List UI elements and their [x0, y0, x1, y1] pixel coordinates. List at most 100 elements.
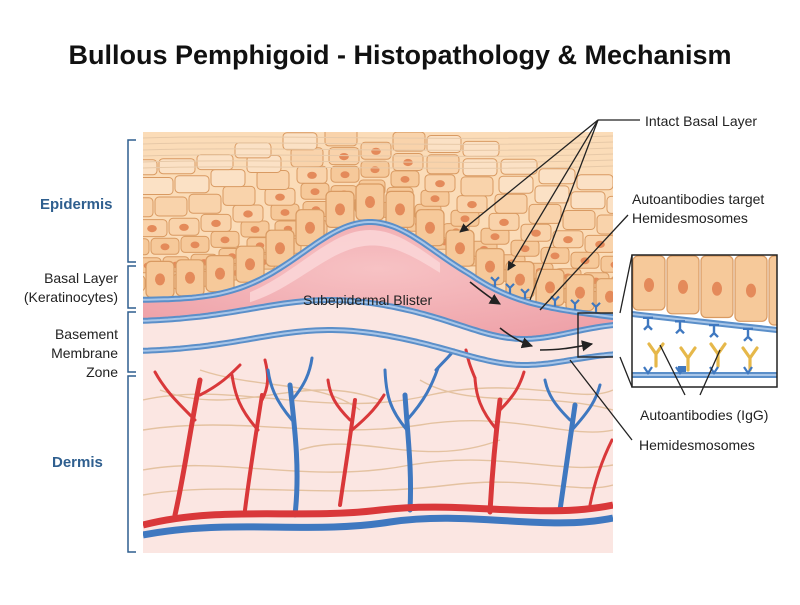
vessel-branch	[487, 397, 503, 515]
cell-nucleus	[129, 281, 137, 287]
inset-cell-nucleus	[712, 281, 722, 296]
basal-cell-nucleus	[365, 196, 375, 208]
cell-nucleus	[490, 233, 500, 241]
cell-nucleus	[280, 209, 290, 216]
label-bmz: Basement Membrane Zone	[0, 325, 118, 382]
epidermis-cell	[500, 158, 538, 175]
cell-nucleus	[211, 219, 221, 227]
cell-nucleus	[499, 218, 509, 226]
epidermis-cell	[234, 142, 272, 159]
basal-cell-nucleus	[515, 273, 525, 286]
epidermis-cell	[460, 176, 494, 197]
vessel-branch	[570, 383, 602, 432]
epidermis-cell	[222, 185, 256, 206]
inset-hemidesmosome-shape	[643, 316, 653, 331]
hemi-pointer	[569, 359, 633, 441]
epidermis-bracket	[127, 139, 136, 263]
cell-nucleus	[179, 223, 189, 231]
squame-line	[143, 165, 613, 169]
epidermis-cell	[576, 174, 613, 191]
label-bmz-line1: Basement	[54, 326, 118, 342]
vessel-branch	[326, 378, 352, 422]
intact-pointer-1	[459, 119, 599, 233]
epidermis-cell	[290, 147, 324, 168]
bottom-artery	[143, 501, 613, 529]
vessel-branch	[402, 392, 414, 513]
epidermis-cell	[600, 255, 613, 273]
inset-basal-marker-shape	[643, 366, 653, 375]
cell-nucleus	[563, 236, 573, 244]
cell-nucleus	[627, 245, 637, 252]
collagen-fiber	[299, 439, 501, 453]
blister-highlight	[250, 230, 440, 303]
label-blister: Subepidermal Blister	[303, 292, 433, 308]
epidermis-cell	[426, 154, 460, 175]
inset-cell	[768, 255, 777, 326]
basement-membrane-line-a-inner	[143, 299, 613, 341]
squame-line	[143, 147, 613, 151]
vessel-branch	[243, 393, 264, 512]
igg-pointer-2	[699, 349, 721, 396]
vessel-branch	[266, 368, 294, 422]
basal-cell-nucleus	[455, 242, 465, 255]
collagen-fiber	[199, 369, 361, 411]
basal-cell-nucleus	[185, 271, 195, 284]
epidermis-cell	[606, 195, 613, 214]
label-dermis: Dermis	[52, 454, 103, 471]
vessel-branch	[172, 377, 203, 518]
cell-nucleus	[243, 210, 253, 218]
vessel-branch	[588, 438, 613, 507]
epidermis-cell	[143, 275, 146, 291]
callout-lines	[459, 119, 721, 441]
label-basal-layer: Basal Layer (Keratinocytes)	[0, 269, 118, 307]
epidermis-cell	[174, 175, 210, 194]
collagen-fiber	[143, 387, 613, 405]
subepidermal-blister	[143, 222, 613, 339]
hemidesmosome-marker	[591, 302, 601, 313]
flow-arrow-2	[499, 327, 534, 349]
epidermis-cell	[282, 132, 318, 151]
vessel-branch	[543, 378, 572, 422]
basal-bracket	[127, 265, 136, 309]
basal-cell-nucleus	[245, 258, 255, 271]
igg-shape	[679, 346, 697, 372]
bmz-bracket	[127, 311, 136, 373]
cell-nucleus	[371, 147, 381, 155]
inset-basal-marker	[643, 366, 653, 375]
label-igg: Autoantibodies (IgG)	[640, 407, 769, 423]
vessel-branch	[290, 356, 314, 402]
intact-pointer-2	[507, 119, 599, 271]
hemidesmosome-marker	[490, 276, 500, 288]
basal-cell-nucleus	[545, 281, 555, 294]
dermis-bracket	[127, 375, 136, 553]
epidermis-cell	[538, 168, 576, 185]
igg-pointer-1	[659, 344, 686, 396]
inset-basal-marker-shape	[743, 366, 753, 375]
marker-stem	[591, 302, 601, 313]
label-target-line2: Hemidesmosomes	[632, 210, 748, 226]
zoom-link-2	[619, 356, 633, 388]
igg-antibody	[647, 342, 665, 368]
inset-cell-nucleus	[644, 278, 654, 292]
zoom-region-box	[577, 312, 613, 358]
cell-nucleus	[310, 188, 320, 196]
epidermis-cell	[462, 158, 498, 177]
intact-pointer-3	[529, 119, 599, 301]
inset-hemidesmosome-shape	[743, 327, 753, 342]
label-basal-layer-line1: Basal Layer	[44, 270, 118, 286]
cell-nucleus	[467, 201, 477, 209]
cell-nucleus	[340, 171, 350, 179]
cell-nucleus	[275, 193, 285, 201]
epidermis-cell	[617, 239, 647, 256]
basal-cell-nucleus	[485, 260, 495, 273]
cell-nucleus	[435, 180, 445, 188]
vessel-branch	[405, 366, 440, 422]
cell-nucleus	[400, 176, 410, 183]
vessel-branch	[153, 370, 197, 422]
label-hemidesmosomes: Hemidesmosomes	[639, 437, 755, 453]
zoom-link-1	[619, 254, 633, 314]
main-panel	[129, 132, 647, 553]
inset-hemidesmosome	[743, 327, 753, 342]
basal-cell-nucleus	[305, 221, 315, 234]
inset-hemidesmosome-shape	[675, 320, 685, 335]
